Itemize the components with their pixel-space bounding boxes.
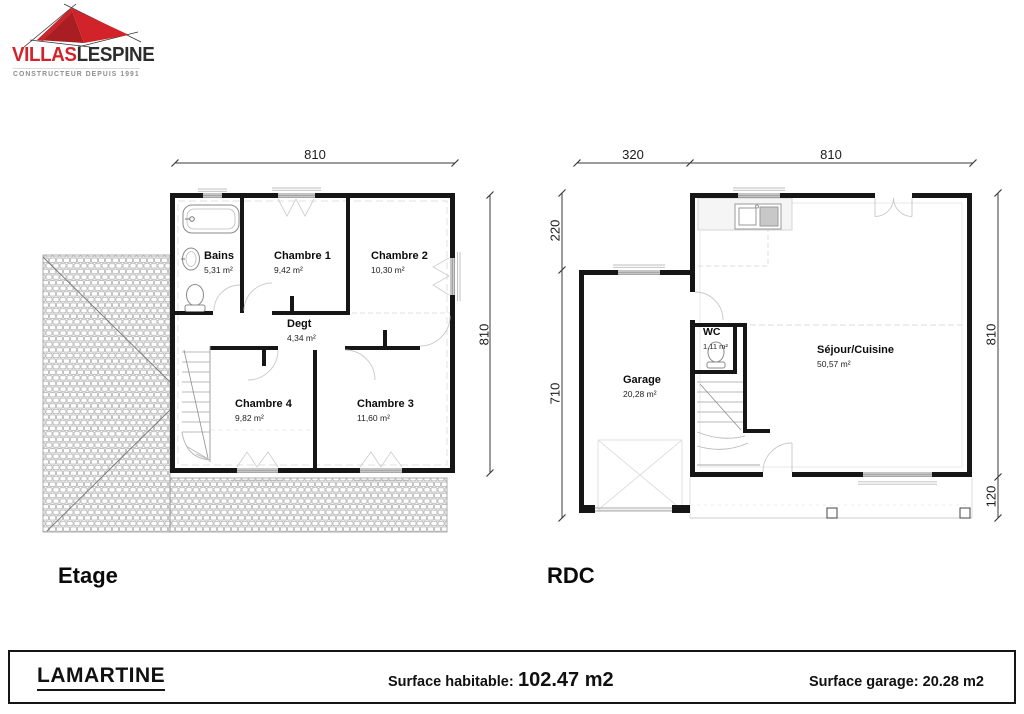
rdc-guidelines [698,202,963,468]
rdc-door-arcs [694,197,913,473]
terrace [689,477,973,519]
room-label-chambre4: Chambre 4 9,82 m² [235,398,292,423]
rdc-window-sills [613,187,937,485]
bathtub-icon [182,204,240,234]
surface-habitable-label: Surface habitable: [388,674,514,690]
toilet-icon [184,284,206,312]
etage-exterior-walls [170,193,455,473]
roof-hatch [42,254,448,533]
room-label-chambre3: Chambre 3 11,60 m² [357,398,414,423]
kitchen-sink-icon [734,203,782,230]
etage-window-sills [198,187,461,481]
terrace-post [959,507,971,519]
garage-door-sill [595,507,672,512]
room-label-sejour-cuisine: Séjour/Cuisine 50,57 m² [817,344,895,369]
rdc-exterior-walls [690,193,972,477]
kitchen-counter [697,197,793,231]
wc-walls [692,323,770,433]
room-label-chambre2: Chambre 2 10,30 m² [371,250,428,275]
etage-interior-walls [175,198,420,468]
room-label-wc: WC 1,11 m² [703,326,728,351]
logo-roof-icon [23,3,142,48]
rdc-dimension-lines [558,159,1002,522]
etage-dim-right: 810 [476,323,492,346]
logo-tagline: CONSTRUCTEUR DEPUIS 1991 [13,68,140,78]
garage-walls [579,270,690,513]
rdc-stairs [696,381,760,466]
etage-title: Etage [58,563,118,588]
garage-floor-marks [597,439,683,511]
etage-windows [203,193,455,473]
surface-habitable-value: 102.47 m2 [518,669,614,691]
rdc-dim-right-lower: 120 [983,485,999,508]
room-label-degt: Degt 4,34 m² [287,318,316,343]
etage-dim-top: 810 [304,147,326,162]
logo-brand-primary: VILLAS [12,44,77,66]
rdc-dim-left-upper: 220 [547,219,563,242]
logo-brand-text: VILLASLESPINE [12,44,155,67]
terrace-post [826,507,838,519]
etage-stairs [181,346,211,462]
rdc-dim-right-upper: 810 [983,323,999,346]
room-label-bains: Bains 5,31 m² [204,250,234,275]
rdc-dim-top-left: 320 [622,147,644,162]
rdc-title: RDC [547,563,595,588]
room-label-chambre1: Chambre 1 9,42 m² [274,250,331,275]
villas-lespine-logo: VILLASLESPINE CONSTRUCTEUR DEPUIS 1991 [8,2,158,84]
etage-dimension-lines [171,159,494,477]
model-name: LAMARTINE [37,664,166,691]
rdc-dim-left-lower: 710 [547,382,563,405]
sink-icon [181,247,200,271]
logo-brand-secondary: LESPINE [76,44,155,66]
title-block: LAMARTINE Surface habitable: 102.47 m2 S… [8,650,1016,704]
wc-toilet-icon [706,341,726,369]
etage-door-arcs [213,282,451,381]
room-label-garage: Garage 20,28 m² [623,374,661,399]
etage-casement-marks [236,198,450,468]
surface-garage-label: Surface garage: 20.28 m2 [809,674,984,690]
rdc-dim-top-right: 810 [820,147,842,162]
rdc-windows [618,193,932,477]
